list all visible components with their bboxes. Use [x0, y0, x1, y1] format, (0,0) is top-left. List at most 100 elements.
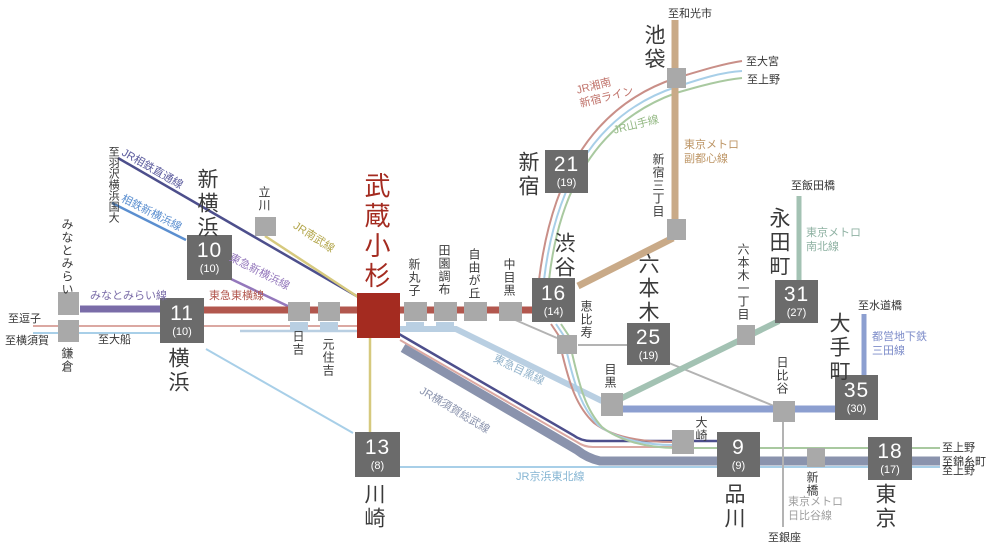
- jr-yamanote-south-path: [571, 352, 940, 449]
- jr-sotetsu-line-path: [117, 156, 361, 300]
- meguro-line-stop-motosumiyoshi: [320, 322, 338, 331]
- fukutoshin-line-path-2: [576, 234, 675, 290]
- dest-label-hazawa: 至羽沢横浜国大: [107, 146, 120, 223]
- station-box-shinjuku-sanchome: [667, 219, 686, 240]
- station-label-shinmaruko: 新丸子: [407, 258, 421, 297]
- station-label-hibiya: 日比谷: [775, 356, 789, 395]
- badge-shibuya: 16 (14): [532, 278, 575, 322]
- station-box-shinmaruko: [404, 302, 427, 321]
- station-label-osaki: 大崎: [694, 416, 708, 442]
- jr-nambu-line-path: [264, 234, 359, 299]
- sotetsu-shinyokohama-line-path: [111, 201, 187, 242]
- station-label-shimbashi: 新橋: [805, 471, 819, 497]
- shonan-shinjuku-ebisu-osaki-path: [561, 352, 674, 443]
- station-label-shinyokohama: 新横浜: [195, 168, 218, 240]
- badge-minutes: 25: [635, 325, 662, 349]
- jr-sotetsu-line-path-2: [398, 332, 718, 443]
- station-label-shinjuku: 新宿: [516, 151, 539, 199]
- badge-shinagawa: 9 (9): [717, 432, 760, 477]
- line-label-namboku: 東京メトロ 南北線: [806, 227, 861, 254]
- station-label-hiyoshi: 日吉: [291, 330, 305, 356]
- station-label-ebisu: 恵比寿: [579, 300, 593, 339]
- station-box-motosumiyoshi: [318, 302, 340, 321]
- badge-minutes: 11: [170, 302, 194, 325]
- station-label-roppongi: 六本木: [636, 253, 659, 325]
- badge-minutes: 31: [783, 283, 810, 306]
- station-box-meguro: [601, 393, 623, 416]
- badge-nagatacho: 31 (27): [775, 280, 818, 323]
- saikyo-ebisu-osaki-path: [566, 352, 674, 446]
- jr-shonan-shinjuku-line-path-2: [399, 339, 673, 448]
- station-label-minatomirai: みなとみらい: [60, 218, 74, 296]
- badge-otemachi: 35 (30): [835, 375, 878, 420]
- badge-minutes: 21: [553, 153, 580, 176]
- hatch-red: [550, 323, 560, 337]
- badge-minutes-alt: (30): [846, 403, 867, 415]
- station-box-osaki: [672, 430, 694, 454]
- station-box-nakameguro: [499, 302, 522, 321]
- badge-minutes-alt: (19): [638, 349, 659, 362]
- dest-label-zushi: 至逗子: [8, 313, 41, 325]
- badge-minutes: 16: [540, 281, 567, 305]
- station-label-tachikawa: 立川: [257, 186, 271, 212]
- badge-minutes-alt: (27): [786, 307, 807, 319]
- station-label-ikebukuro: 池袋: [642, 24, 665, 72]
- line-label-jr-keihin-tohoku: JR京浜東北線: [516, 471, 585, 483]
- station-box-ikebukuro: [667, 68, 686, 88]
- badge-tokyo: 18 (17): [868, 437, 912, 480]
- badge-minutes-alt: (10): [172, 326, 192, 338]
- hibiya-line-path-1: [512, 318, 558, 339]
- badge-minutes-alt: (10): [199, 263, 220, 275]
- station-label-yokohama: 横浜: [166, 347, 189, 395]
- meguro-line-stop-hiyoshi: [290, 322, 308, 331]
- station-label-kamakura: 鎌倉: [60, 347, 74, 373]
- badge-roppongi: 25 (19): [627, 323, 670, 365]
- dest-label-ginza: 至銀座: [768, 532, 801, 544]
- station-box-jiyugaoka: [464, 302, 487, 321]
- badge-minutes: 13: [364, 436, 391, 459]
- jr-yokosuka-sobu-line-path: [400, 344, 940, 466]
- station-label-meguro: 目黒: [603, 363, 617, 389]
- jr-yamanote-arc-path: [548, 77, 743, 281]
- station-label-shinjuku-sanchome: 新宿三丁目: [651, 153, 665, 218]
- hatch-green: [560, 323, 570, 337]
- origin-station-label: 武蔵小杉: [361, 172, 391, 292]
- line-label-tokyu-toyoko: 東急東横線: [209, 290, 264, 302]
- dest-label-ofuna: 至大船: [98, 334, 131, 346]
- badge-minutes-alt: (14): [543, 305, 564, 318]
- station-box-hiyoshi: [288, 302, 310, 321]
- tokyu-shinyokohama-line-path: [230, 277, 295, 311]
- station-label-shibuya: 渋谷: [552, 232, 575, 280]
- badge-kawasaki: 13 (8): [355, 432, 400, 477]
- badge-minutes: 18: [877, 440, 903, 463]
- meguro-line-stop-shinmaruko: [406, 322, 424, 331]
- badge-minutes-alt: (17): [880, 464, 900, 476]
- jr-saikyo-arc-path: [543, 70, 743, 281]
- origin-station-box: [357, 293, 400, 338]
- dest-label-iidabashi: 至飯田橋: [791, 180, 835, 192]
- dest-label-ueno-right1: 至上野: [942, 442, 975, 454]
- station-box-hibiya: [773, 401, 795, 422]
- line-label-fukutoshin: 東京メトロ 副都心線: [684, 139, 739, 166]
- badge-minutes: 10: [196, 239, 223, 262]
- station-label-kawasaki: 川崎: [362, 483, 385, 531]
- dest-label-wakoshi: 至和光市: [668, 8, 712, 20]
- badge-minutes: 9: [732, 436, 745, 459]
- meguro-line-stop-denenchofu: [436, 322, 454, 331]
- dest-label-yokosuka: 至横須賀: [5, 335, 49, 347]
- hatch-blue: [555, 323, 565, 337]
- dest-label-ueno-right2: 至上野: [942, 465, 975, 477]
- station-box-tachikawa: [255, 217, 276, 236]
- line-label-hibiya: 東京メトロ 日比谷線: [788, 496, 843, 523]
- station-label-jiyugaoka: 自由が丘: [467, 248, 481, 300]
- dest-label-omiya: 至大宮: [746, 56, 779, 68]
- station-box-kamakura: [58, 320, 79, 342]
- badge-yokohama: 11 (10): [160, 298, 204, 343]
- station-label-roppongi-itchome: 六本木一丁目: [736, 243, 750, 321]
- station-box-roppongi-itchome: [737, 325, 755, 345]
- line-label-minatomirai: みなとみらい線: [90, 290, 167, 302]
- station-label-nagatacho: 永田町: [767, 207, 790, 279]
- badge-shinjuku: 21 (19): [545, 150, 588, 193]
